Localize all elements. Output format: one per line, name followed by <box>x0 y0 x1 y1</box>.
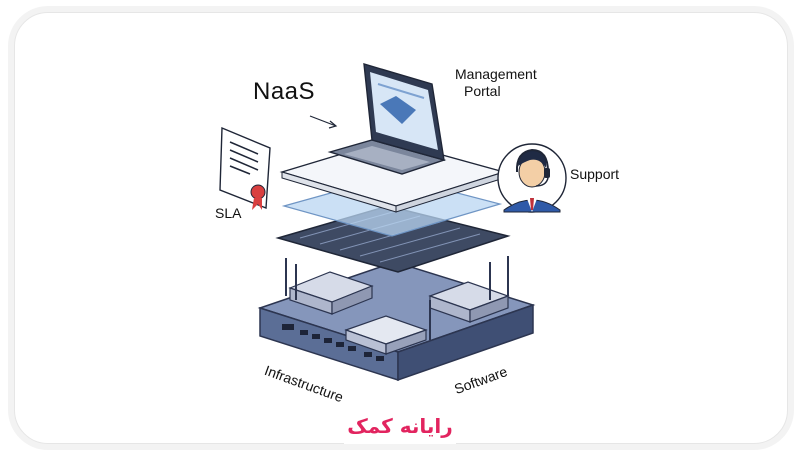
switch-center <box>344 315 428 355</box>
brand-logo: رایانه کمک <box>344 410 456 444</box>
sla-label: SLA <box>215 205 242 221</box>
brand-logo-text: رایانه کمک <box>347 414 453 438</box>
management-portal-label-line1: Management <box>455 66 537 82</box>
router-left <box>285 258 374 315</box>
naas-label: NaaS <box>253 78 316 105</box>
support-label: Support <box>570 166 620 182</box>
management-portal-label-line2: Portal <box>464 83 501 99</box>
naas-arrow <box>309 115 338 129</box>
laptop <box>327 63 447 175</box>
sla-document-icon <box>219 126 271 210</box>
router-right <box>428 256 510 340</box>
support-agent-icon <box>497 143 567 213</box>
